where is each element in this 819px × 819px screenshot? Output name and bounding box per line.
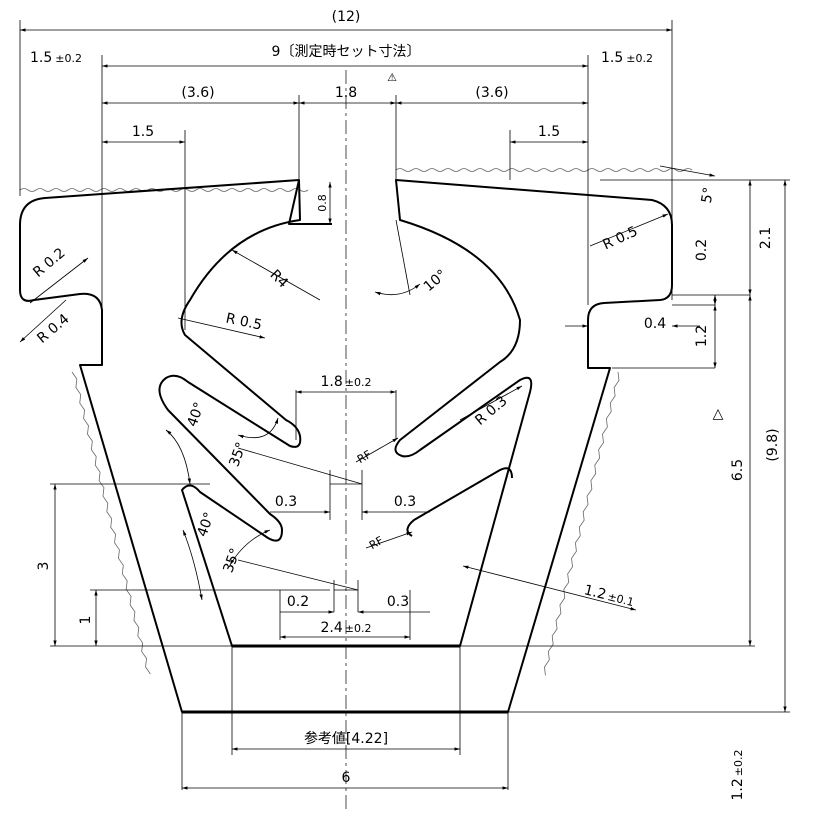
dim-inner-base: 2.4±0.2 [321, 620, 372, 636]
dim-left-edge: 1.5±0.2 [30, 50, 82, 66]
dim-right-body: 6.5 [730, 459, 746, 481]
radius-cavity-bottom: R 0.5 [224, 310, 263, 333]
top-left-slot [288, 179, 332, 225]
dim-base-width: 6 [342, 770, 351, 786]
left-break-line [71, 371, 151, 675]
angle-40-upper: 40° [184, 400, 208, 429]
angle-35-lower: 35° [220, 546, 244, 575]
radius-left-lower: R 0.4 [34, 311, 72, 347]
dim-fin-t1-left: 0.3 [275, 494, 297, 510]
angle-arcs [165, 283, 421, 601]
dim-left-offset: 1.5 [132, 124, 154, 140]
lower-right-fin [406, 467, 513, 537]
angle-10: 10° [421, 267, 450, 295]
dim-slot-depth: 0.8 [316, 194, 329, 212]
dim-ref-value: 参考値[4.22] [304, 730, 388, 747]
dim-center-gap: 1.8 [335, 85, 357, 101]
dim-fin-t2-left: 0.2 [287, 594, 309, 610]
dim-fin-t1-right: 0.3 [394, 494, 416, 510]
dim-bottom-lip: 1.2±0.2 [730, 750, 746, 801]
dim-right-offset: 1.5 [538, 124, 560, 140]
dim-right-h1: 2.1 [758, 227, 774, 249]
dim-right-edge: 1.5±0.2 [601, 50, 653, 66]
rf-upper: RF [355, 448, 374, 466]
r4-leader [395, 219, 411, 296]
radius-cavity: R4 [267, 267, 292, 292]
dim-right-h2: 0.2 [694, 239, 710, 261]
dim-right-h3: 1.2 [694, 325, 710, 347]
dim-fin-t2-right: 0.3 [387, 594, 409, 610]
extension-lines [19, 20, 790, 790]
radius-right-top: R 0.5 [600, 223, 640, 253]
top-break-line-right [395, 168, 693, 172]
single-arrow-lines [19, 165, 716, 614]
angle-35-upper: 35° [226, 440, 250, 469]
dim-measuring-width: 9〔測定時セット寸法〕 [272, 44, 421, 60]
dim-left-h-small: 1 [78, 616, 94, 625]
dim-overall-width: (12) [332, 9, 361, 25]
angle-top: 5° [699, 186, 718, 204]
dim-left-h-big: 3 [36, 562, 52, 571]
radius-top-left: R 0.2 [30, 245, 68, 281]
right-break-line [544, 371, 620, 676]
radius-fin: R 0.3 [472, 393, 510, 429]
rf-lower: RF [367, 534, 386, 552]
dim-left-upper: (3.6) [181, 85, 214, 101]
dim-right-total: (9.8) [765, 428, 781, 461]
delta-right-mark: △ [713, 406, 724, 422]
dimension-lines [20, 28, 787, 790]
profile-outline [19, 179, 673, 713]
dim-fin-gap: 1.8±0.2 [321, 374, 372, 390]
delta-top-mark: ⚠ [387, 71, 397, 84]
dim-lip-width: 0.4 [644, 316, 666, 332]
dim-right-upper: (3.6) [475, 85, 508, 101]
dim-wall: 1.2±0.1 [582, 582, 635, 610]
angle-40-lower: 40° [194, 510, 218, 539]
